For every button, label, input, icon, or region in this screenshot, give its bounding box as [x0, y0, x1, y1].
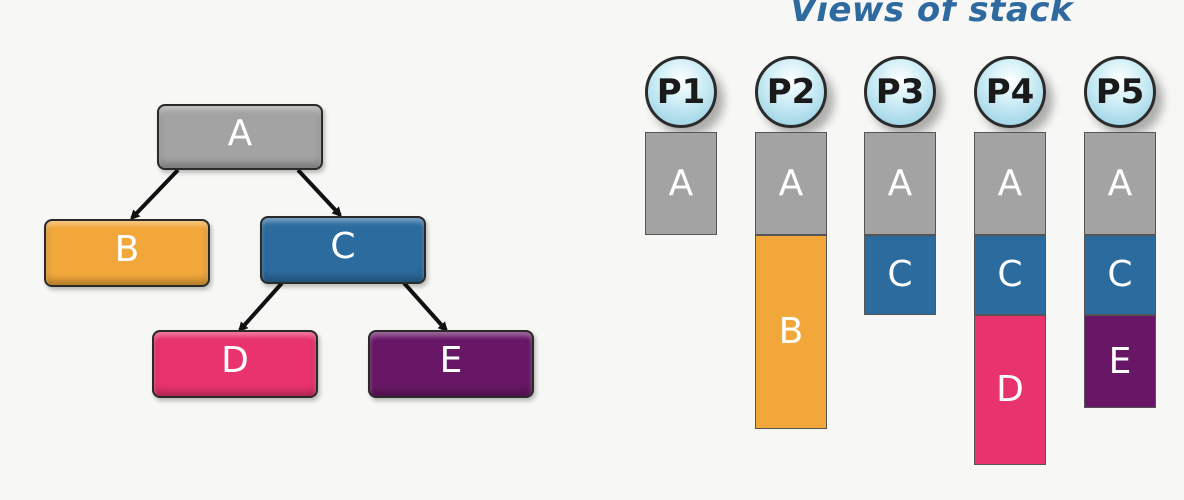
stack-frame: A [645, 132, 717, 235]
tree-node-c: C [260, 216, 426, 284]
edge-a-c [296, 168, 343, 218]
stack-frame: D [974, 315, 1046, 465]
tree-node-d-label: D [221, 340, 249, 381]
tree-node-d: D [152, 330, 318, 398]
processor-p4: P4 [974, 56, 1046, 128]
stack-frame: A [1084, 132, 1156, 235]
processor-p1: P1 [645, 56, 717, 128]
tree-node-b: B [44, 219, 210, 287]
stack-frame: C [864, 235, 936, 315]
processor-p2-label: P2 [766, 72, 816, 112]
edge-c-e [402, 281, 448, 333]
tree-node-e: E [368, 330, 534, 398]
stack-frame: C [974, 235, 1046, 315]
processor-p3-label: P3 [875, 72, 925, 112]
edge-a-b [129, 168, 180, 221]
stack-frame: C [1084, 235, 1156, 315]
processor-p5: P5 [1084, 56, 1156, 128]
tree-node-a: A [157, 104, 323, 170]
stack-frame: A [974, 132, 1046, 235]
tree-node-c-label: C [330, 226, 356, 267]
stack-frame: E [1084, 315, 1156, 408]
processor-p2: P2 [755, 56, 827, 128]
processor-p5-label: P5 [1095, 72, 1145, 112]
stack-frame: A [755, 132, 827, 235]
stack-frame: A [864, 132, 936, 235]
processor-p3: P3 [864, 56, 936, 128]
edge-c-d [238, 281, 284, 333]
tree-node-b-label: B [114, 229, 140, 270]
processor-p1-label: P1 [656, 72, 706, 112]
tree-edges [129, 168, 448, 333]
tree-node-e-label: E [439, 340, 463, 381]
stack-frame: B [755, 235, 827, 429]
processor-p4-label: P4 [985, 72, 1035, 112]
tree-node-a-label: A [227, 113, 253, 154]
heading: Views of stack [790, 0, 1074, 30]
